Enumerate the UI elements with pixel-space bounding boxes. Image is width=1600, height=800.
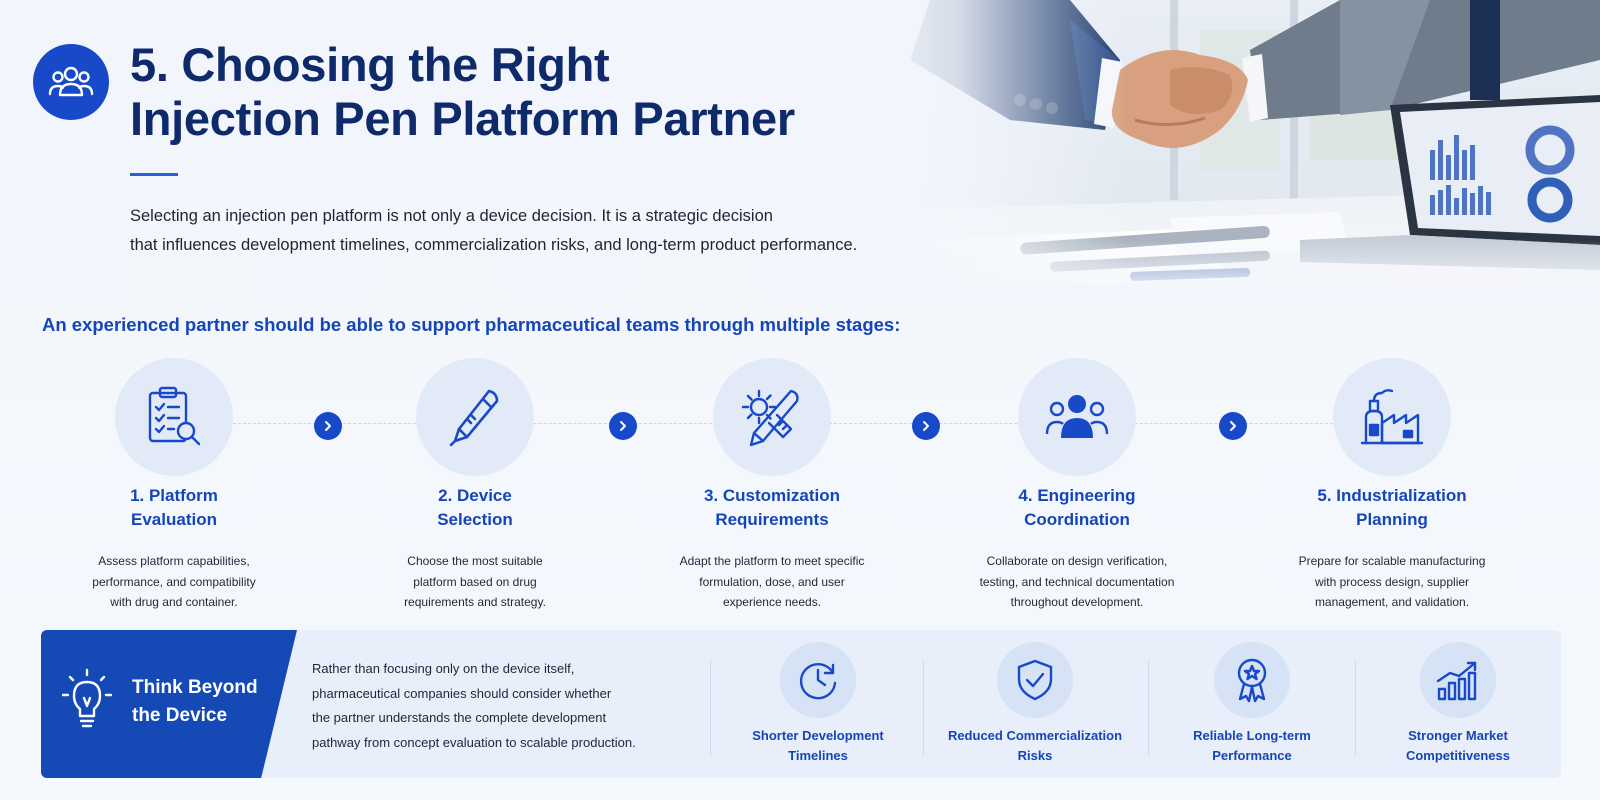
- benefit-icon-circle: [997, 642, 1073, 718]
- intro-line-2: that influences development timelines, c…: [130, 236, 858, 254]
- band-divider: [1148, 660, 1149, 756]
- stage-desc-line: platform based on drug: [413, 574, 537, 589]
- benefit-label-line: Timelines: [788, 748, 848, 763]
- lightbulb-icon: [62, 668, 112, 728]
- stage-description: Collaborate on design verification, test…: [947, 551, 1207, 613]
- chevron-right-icon: [620, 421, 626, 431]
- stage-desc-line: with drug and container.: [110, 595, 238, 609]
- band-divider: [923, 660, 924, 756]
- think-text-line: Rather than focusing only on the device …: [312, 661, 575, 676]
- benefit-label-line: Risks: [1017, 748, 1053, 763]
- clock-icon: [799, 663, 837, 700]
- stage-desc-line: performance, and compatibility: [92, 574, 256, 589]
- stage-description: Choose the most suitable platform based …: [345, 551, 605, 613]
- stage-icon-circle: [1333, 358, 1451, 476]
- benefit-icon-circle: [1420, 642, 1496, 718]
- stage-title-line: Planning: [1356, 510, 1428, 529]
- title-line-1: 5. Choosing the Right: [130, 38, 610, 91]
- think-beyond-panel: [41, 630, 297, 778]
- stage-icon-circle: [416, 358, 534, 476]
- title-line-2: Injection Pen Platform Partner: [130, 92, 795, 145]
- people-group-icon: [48, 66, 94, 97]
- benefit-label: Stronger Market Competitiveness: [1363, 726, 1553, 766]
- think-title-line: Think Beyond: [132, 677, 258, 698]
- award-ribbon-icon: [1237, 658, 1267, 703]
- stage-desc-line: Choose the most suitable: [407, 554, 543, 568]
- stage-desc-line: Prepare for scalable manufacturing: [1298, 554, 1486, 568]
- stage-icon-circle: [1018, 358, 1136, 476]
- team-icon: [1045, 395, 1109, 438]
- benefit-label-line: Shorter Development: [752, 728, 884, 743]
- stages-heading: An experienced partner should be able to…: [42, 314, 901, 335]
- benefit-label-line: Reliable Long-term: [1193, 728, 1311, 743]
- clipboard-magnifier-icon: [148, 386, 201, 446]
- stage-arrow-4: [1219, 412, 1247, 440]
- stage-desc-line: requirements and strategy.: [404, 595, 546, 609]
- chevron-right-icon: [923, 421, 929, 431]
- stage-title-line: 2. Device: [438, 486, 512, 505]
- benefit-icon-circle: [780, 642, 856, 718]
- stage-title-line: 4. Engineering: [1018, 486, 1136, 505]
- stage-title-line: 5. Industrialization: [1317, 486, 1467, 505]
- stage-description: Adapt the platform to meet specific form…: [642, 551, 902, 613]
- benefit-label: Reliable Long-term Performance: [1157, 726, 1347, 766]
- stage-arrow-1: [314, 412, 342, 440]
- think-title-line: the Device: [132, 705, 228, 726]
- factory-icon: [1360, 389, 1424, 445]
- stage-icon-circle: [115, 358, 233, 476]
- photo-fade-bottom: [870, 240, 1600, 295]
- think-beyond-title: Think Beyond the Device: [132, 674, 282, 730]
- stage-title-line: Evaluation: [131, 510, 217, 529]
- stage-title-line: 1. Platform: [130, 486, 218, 505]
- page-title: 5. Choosing the Right Injection Pen Plat…: [130, 38, 890, 146]
- growth-chart-icon: [1436, 661, 1477, 701]
- stage-desc-line: Adapt the platform to meet specific: [679, 554, 865, 568]
- header-badge: [33, 44, 109, 120]
- stage-arrow-2: [609, 412, 637, 440]
- benefit-label-line: Stronger Market: [1408, 728, 1508, 743]
- stage-desc-line: Collaborate on design verification,: [986, 554, 1168, 568]
- band-divider: [1355, 660, 1356, 756]
- stage-desc-line: Assess platform capabilities,: [98, 554, 250, 568]
- stage-description: Prepare for scalable manufacturing with …: [1262, 551, 1522, 613]
- injection-pen-icon: [449, 389, 499, 447]
- stage-title: 1. Platform Evaluation: [44, 484, 304, 532]
- stage-description: Assess platform capabilities, performanc…: [44, 551, 304, 613]
- think-text-line: pathway from concept evaluation to scala…: [312, 734, 636, 750]
- intro-paragraph: Selecting an injection pen platform is n…: [130, 202, 960, 260]
- stage-title: 2. Device Selection: [345, 484, 605, 532]
- stage-title: 3. Customization Requirements: [642, 484, 902, 532]
- stage-desc-line: throughout development.: [1010, 595, 1144, 609]
- think-text-line: the partner understands the complete dev…: [312, 710, 607, 725]
- stage-title-line: 3. Customization: [703, 486, 840, 505]
- benefit-label: Reduced Commercialization Risks: [940, 726, 1130, 766]
- stage-desc-line: formulation, dose, and user: [699, 574, 845, 589]
- benefit-icon-circle: [1214, 642, 1290, 718]
- benefit-label-line: Competitiveness: [1405, 748, 1511, 763]
- stage-title-line: Requirements: [715, 510, 829, 529]
- stage-title-line: Coordination: [1024, 510, 1130, 529]
- think-beyond-text: Rather than focusing only on the device …: [312, 657, 702, 755]
- stage-desc-line: management, and validation.: [1314, 595, 1470, 609]
- benefit-label-line: Reduced Commercialization: [947, 728, 1123, 743]
- think-text-line: pharmaceutical companies should consider…: [312, 685, 612, 701]
- stage-arrow-3: [912, 412, 940, 440]
- shield-check-icon: [1017, 659, 1053, 701]
- stage-desc-line: testing, and technical documentation: [979, 574, 1175, 589]
- chevron-right-icon: [325, 421, 331, 431]
- gear-pencil-ruler-icon: [741, 389, 799, 447]
- benefit-label-line: Performance: [1212, 748, 1292, 763]
- stage-icon-circle: [713, 358, 831, 476]
- stage-desc-line: with process design, supplier: [1314, 574, 1470, 589]
- stage-title-line: Selection: [437, 510, 513, 529]
- chevron-right-icon: [1230, 421, 1236, 431]
- stage-desc-line: experience needs.: [722, 595, 822, 609]
- benefit-label: Shorter Development Timelines: [723, 726, 913, 766]
- band-divider: [710, 660, 711, 756]
- stage-title: 5. Industrialization Planning: [1262, 484, 1522, 532]
- title-divider: [130, 173, 178, 176]
- intro-line-1: Selecting an injection pen platform is n…: [130, 207, 773, 225]
- stage-title: 4. Engineering Coordination: [947, 484, 1207, 532]
